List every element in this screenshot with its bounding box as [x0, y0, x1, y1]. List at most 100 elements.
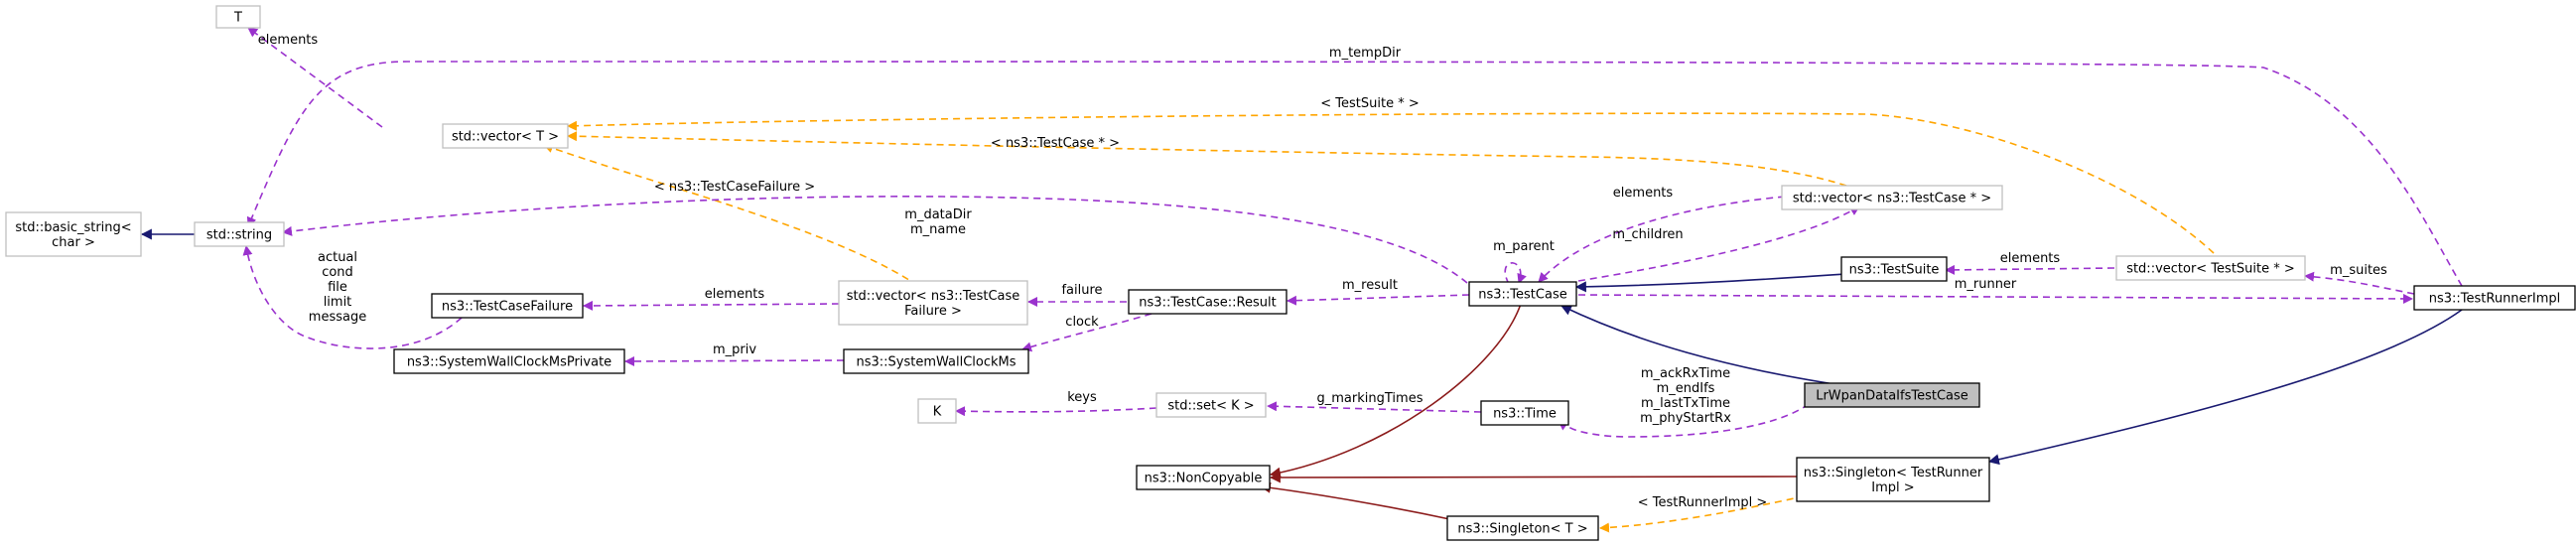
node-T[interactable]: T — [215, 5, 261, 29]
edge-label-line: m_ackRxTime — [1641, 366, 1730, 381]
edge-label: m_children — [1612, 227, 1683, 242]
edge-vector-testcase-template: < ns3::TestCase * > — [567, 131, 1847, 187]
edge-result-failure: failure — [1027, 283, 1127, 307]
edge-label-line: elements — [258, 33, 319, 48]
edge-runner-suites: m_suites — [2304, 263, 2415, 295]
edge-time-marking: g_markingTimes — [1267, 391, 1482, 413]
node-ns3-singleton-testrunnerimpl[interactable]: ns3::Singleton< TestRunnerImpl > — [1796, 457, 1990, 502]
edge-label: m_result — [1342, 278, 1398, 293]
node-std-vector-testcasefailure[interactable]: std::vector< ns3::TestCaseFailure > — [838, 280, 1028, 326]
edge-label: elements — [258, 33, 319, 48]
edge-label: elements — [2000, 251, 2061, 266]
edge-label-line: m_tempDir — [1329, 46, 1402, 61]
edge-vector-elements-T: elements — [247, 27, 383, 128]
edge-label-line: m_runner — [1955, 277, 2017, 292]
edge-label-line: actual — [318, 250, 357, 265]
edge-set-keys: keys — [955, 390, 1157, 417]
node-label: std::string — [206, 228, 272, 243]
edge-label: < ns3::TestCase * > — [991, 136, 1120, 151]
edge-vector-testcase-elements: elements — [1538, 186, 1798, 283]
node-ns3-systemwallclockmsprivate[interactable]: ns3::SystemWallClockMsPrivate — [393, 348, 625, 374]
node-std-vector-testcase-ptr[interactable]: std::vector< ns3::TestCase * > — [1781, 185, 2003, 210]
node-ns3-testcasefailure[interactable]: ns3::TestCaseFailure — [431, 293, 584, 319]
edge-label: failure — [1061, 283, 1102, 298]
edge-label-line: m_suites — [2330, 263, 2387, 278]
edge-label: m_runner — [1955, 277, 2017, 292]
edge-result-clock: clock — [1021, 313, 1152, 352]
node-label: std::vector< ns3::TestCase * > — [1793, 192, 1991, 206]
edge-label-line: m_parent — [1493, 239, 1555, 254]
node-ns3-systemwallclockms[interactable]: ns3::SystemWallClockMs — [843, 348, 1029, 374]
edge-testcase-runner: m_runner — [1577, 277, 2413, 304]
edge-vector-suite-elements: elements — [1945, 251, 2115, 275]
edge-label-line: elements — [2000, 251, 2061, 266]
edge-label: elements — [1613, 186, 1674, 201]
edge-label-line: m_name — [910, 222, 966, 237]
node-std-vector-testsuite-ptr[interactable]: std::vector< TestSuite * > — [2115, 255, 2306, 281]
edge-label-line: m_result — [1342, 278, 1398, 293]
node-ns3-testsuite[interactable]: ns3::TestSuite — [1840, 256, 1948, 282]
node-ns3-noncopyable[interactable]: ns3::NonCopyable — [1136, 465, 1271, 490]
node-label: LrWpanDataIfsTestCase — [1816, 389, 1968, 404]
node-label: ns3::SystemWallClockMsPrivate — [407, 355, 611, 370]
edge-label: m_priv — [713, 342, 756, 357]
edge-label-line: cond — [322, 265, 353, 280]
edge-label: m_tempDir — [1329, 46, 1402, 61]
node-label: char > — [52, 235, 95, 250]
node-label: ns3::TestRunnerImpl — [2429, 292, 2561, 307]
edge-singleton-runner-noncopyable — [1269, 472, 1798, 483]
edge-testcase-self-parent: m_parent — [1493, 239, 1555, 285]
node-ns3-testcase[interactable]: ns3::TestCase — [1468, 281, 1577, 307]
edge-vector-failure-template: < ns3::TestCaseFailure > — [543, 143, 919, 287]
node-ns3-time[interactable]: ns3::Time — [1480, 400, 1569, 426]
edge-label: < TestSuite * > — [1320, 96, 1419, 111]
node-label: K — [933, 405, 942, 420]
edge-label: keys — [1067, 390, 1097, 405]
node-label: ns3::TestCase — [1478, 288, 1566, 303]
edge-failure-vector-elements: elements — [583, 287, 840, 311]
node-label: ns3::SystemWallClockMs — [856, 355, 1016, 370]
node-label: std::vector< ns3::TestCase — [847, 289, 1020, 304]
node-std-set-K[interactable]: std::set< K > — [1155, 392, 1267, 418]
edge-label: < ns3::TestCaseFailure > — [654, 180, 815, 195]
edge-label-line: < TestRunnerImpl > — [1638, 495, 1768, 510]
node-std-vector-T[interactable]: std::vector< T > — [442, 123, 569, 149]
node-ns3-testrunnerimpl[interactable]: ns3::TestRunnerImpl — [2413, 285, 2576, 311]
edge-testsuite-inherits-testcase — [1574, 272, 1862, 293]
node-ns3-singleton-T[interactable]: ns3::Singleton< T > — [1446, 515, 1599, 541]
node-std-basic-string[interactable]: std::basic_string<char > — [5, 211, 142, 257]
node-K[interactable]: K — [917, 398, 957, 424]
edge-runner-tempdir-string: m_tempDir — [246, 46, 2463, 287]
node-label: ns3::Time — [1493, 407, 1557, 422]
edge-singleton-template: < TestRunnerImpl > — [1599, 492, 1818, 533]
node-lrwpandataifstestcase[interactable]: LrWpanDataIfsTestCase — [1804, 382, 1980, 408]
node-label: T — [233, 11, 242, 26]
edge-testcase-noncopyable — [1269, 303, 1522, 479]
edge-label-line: m_children — [1612, 227, 1683, 242]
node-label: ns3::TestCaseFailure — [442, 300, 573, 315]
edge-label-line: < TestSuite * > — [1320, 96, 1419, 111]
edge-label-line: file — [328, 280, 347, 295]
edge-label-line: m_priv — [713, 342, 756, 357]
edge-clock-private: m_priv — [624, 342, 845, 366]
node-label: ns3::Singleton< TestRunner — [1804, 466, 1983, 480]
edge-label-line: < ns3::TestCaseFailure > — [654, 180, 815, 195]
edge-label: m_suites — [2330, 263, 2387, 278]
edge-singletonT-noncopyable — [1259, 481, 1460, 522]
edge-label-line: message — [309, 310, 366, 325]
edge-label-line: m_lastTxTime — [1641, 396, 1730, 411]
node-label: ns3::NonCopyable — [1145, 472, 1263, 486]
node-std-string[interactable]: std::string — [194, 221, 285, 247]
edge-label-line: < ns3::TestCase * > — [991, 136, 1120, 151]
edge-testcase-result: m_result — [1287, 278, 1470, 306]
node-ns3-testcase-result[interactable]: ns3::TestCase::Result — [1128, 289, 1288, 315]
edge-label-line: failure — [1061, 283, 1102, 298]
edge-label-line: m_endIfs — [1657, 381, 1715, 396]
edge-label: clock — [1065, 315, 1099, 330]
edge-label-line: clock — [1065, 315, 1099, 330]
node-label: std::vector< TestSuite * > — [2126, 262, 2295, 277]
